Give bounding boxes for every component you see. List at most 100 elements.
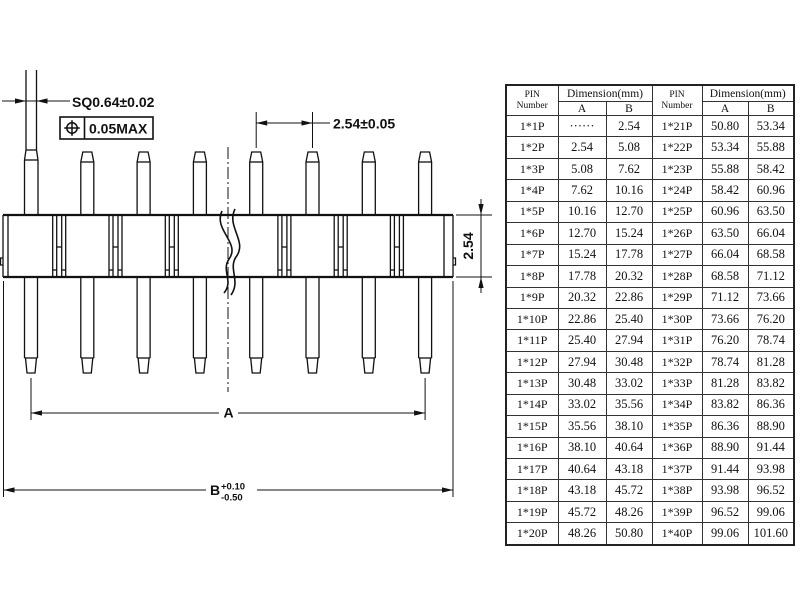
table-row: 1*3P5.087.621*23P55.8858.42 [506,158,794,179]
table-row: 1*11P25.4027.941*31P76.2078.74 [506,330,794,351]
pin-count-cell: 1*13P [506,373,558,394]
pin-count-cell: 1*10P [506,308,558,329]
table-row: 1*20P48.2650.801*40P99.06101.60 [506,523,794,545]
dim-b-cell: 83.82 [748,373,794,394]
table-row: 1*1P······2.541*21P50.8053.34 [506,116,794,137]
dim-b-cell: 99.06 [748,501,794,522]
header-col-a-right: A [702,102,748,116]
dim-b-cell: 63.50 [748,201,794,222]
table-row: 1*13P30.4833.021*33P81.2883.82 [506,373,794,394]
pin-count-cell: 1*35P [652,416,702,437]
table-row: 1*16P38.1040.641*36P88.9091.44 [506,437,794,458]
header-dimension-left: Dimension(mm) [558,85,652,102]
table-row: 1*19P45.7248.261*39P96.5299.06 [506,501,794,522]
dim-a-cell: 76.20 [702,330,748,351]
dim-a-cell: 88.90 [702,437,748,458]
dimension-table: PIN Number Dimension(mm) PIN Number Dime… [505,84,795,546]
pin-count-cell: 1*29P [652,287,702,308]
header-pin-number-left: PIN Number [506,85,558,116]
pin-count-cell: 1*5P [506,201,558,222]
pin-count-cell: 1*11P [506,330,558,351]
dim-b-cell: 35.56 [606,394,652,415]
dim-b-cell: 17.78 [606,244,652,265]
pin-count-cell: 1*22P [652,137,702,158]
dim-a-cell: 20.32 [558,287,606,308]
table-row: 1*9P20.3222.861*29P71.1273.66 [506,287,794,308]
pin-count-cell: 1*20P [506,523,558,545]
dim-a-cell: 78.74 [702,351,748,372]
dim-b-cell: 50.80 [606,523,652,545]
table-row: 1*18P43.1845.721*38P93.9896.52 [506,480,794,501]
dim-a-cell: 43.18 [558,480,606,501]
dim-b-cell: 27.94 [606,330,652,351]
pin-count-cell: 1*21P [652,116,702,137]
dim-a-cell: 2.54 [558,137,606,158]
dim-b-cell: 76.20 [748,308,794,329]
dim-a-cell: 86.36 [702,416,748,437]
pin-count-cell: 1*38P [652,480,702,501]
dim-a-cell: 15.24 [558,244,606,265]
header-pin-number-right: PIN Number [652,85,702,116]
position-tolerance-frame: 0.05MAX [60,117,153,139]
dim-a-cell: 50.80 [702,116,748,137]
dim-a-cell: 7.62 [558,180,606,201]
dim-a-cell: 12.70 [558,223,606,244]
table-row: 1*10P22.8625.401*30P73.6676.20 [506,308,794,329]
table-row: 1*4P7.6210.161*24P58.4260.96 [506,180,794,201]
dim-a-cell: 81.28 [702,373,748,394]
dim-a-cell: 68.58 [702,266,748,287]
table-row: 1*7P15.2417.781*27P66.0468.58 [506,244,794,265]
body-height-label: 2.54 [460,232,476,259]
pin-count-cell: 1*2P [506,137,558,158]
dim-a-cell: 48.26 [558,523,606,545]
dim-a-cell: 40.64 [558,459,606,480]
pin-count-cell: 1*31P [652,330,702,351]
pin-count-cell: 1*30P [652,308,702,329]
pin-count-cell: 1*36P [652,437,702,458]
pin-count-cell: 1*32P [652,351,702,372]
dim-a-cell: ······ [558,116,606,137]
table-row: 1*14P33.0235.561*34P83.8286.36 [506,394,794,415]
pin-count-cell: 1*19P [506,501,558,522]
dim-b-cell: 2.54 [606,116,652,137]
dim-b-cell: 86.36 [748,394,794,415]
dim-b-cell: 60.96 [748,180,794,201]
pin-count-cell: 1*4P [506,180,558,201]
pin-count-cell: 1*27P [652,244,702,265]
table-row: 1*8P17.7820.321*28P68.5871.12 [506,266,794,287]
dim-b-cell: 33.02 [606,373,652,394]
dim-b-cell: 68.58 [748,244,794,265]
pin-count-cell: 1*25P [652,201,702,222]
table-row: 1*12P27.9430.481*32P78.7481.28 [506,351,794,372]
dim-b-cell: 38.10 [606,416,652,437]
dim-a-cell: 60.96 [702,201,748,222]
header-col-b-right: B [748,102,794,116]
dim-a-cell: 83.82 [702,394,748,415]
dim-a-cell: 30.48 [558,373,606,394]
dim-a-cell: 71.12 [702,287,748,308]
header-col-a-left: A [558,102,606,116]
pin-count-cell: 1*40P [652,523,702,545]
pin-size-label: SQ0.64±0.02 [72,94,155,110]
dim-a-cell: 91.44 [702,459,748,480]
dim-b-cell: 96.52 [748,480,794,501]
dim-b-cell: 7.62 [606,158,652,179]
dim-a-cell: 55.88 [702,158,748,179]
pitch-label: 2.54±0.05 [333,116,395,132]
pin-count-cell: 1*26P [652,223,702,244]
dim-b-cell: 101.60 [748,523,794,545]
header-col-b-left: B [606,102,652,116]
dim-b-cell: 71.12 [748,266,794,287]
dim-b-cell: 43.18 [606,459,652,480]
dim-a-label: A [223,405,233,421]
dim-b-label: B [210,482,220,498]
dim-b-cell: 58.42 [748,158,794,179]
dim-a-cell: 45.72 [558,501,606,522]
dim-b-cell: 5.08 [606,137,652,158]
dim-a-cell: 35.56 [558,416,606,437]
dim-b-cell: 40.64 [606,437,652,458]
table-row: 1*5P10.1612.701*25P60.9663.50 [506,201,794,222]
dim-a-cell: 96.52 [702,501,748,522]
pin-count-cell: 1*24P [652,180,702,201]
